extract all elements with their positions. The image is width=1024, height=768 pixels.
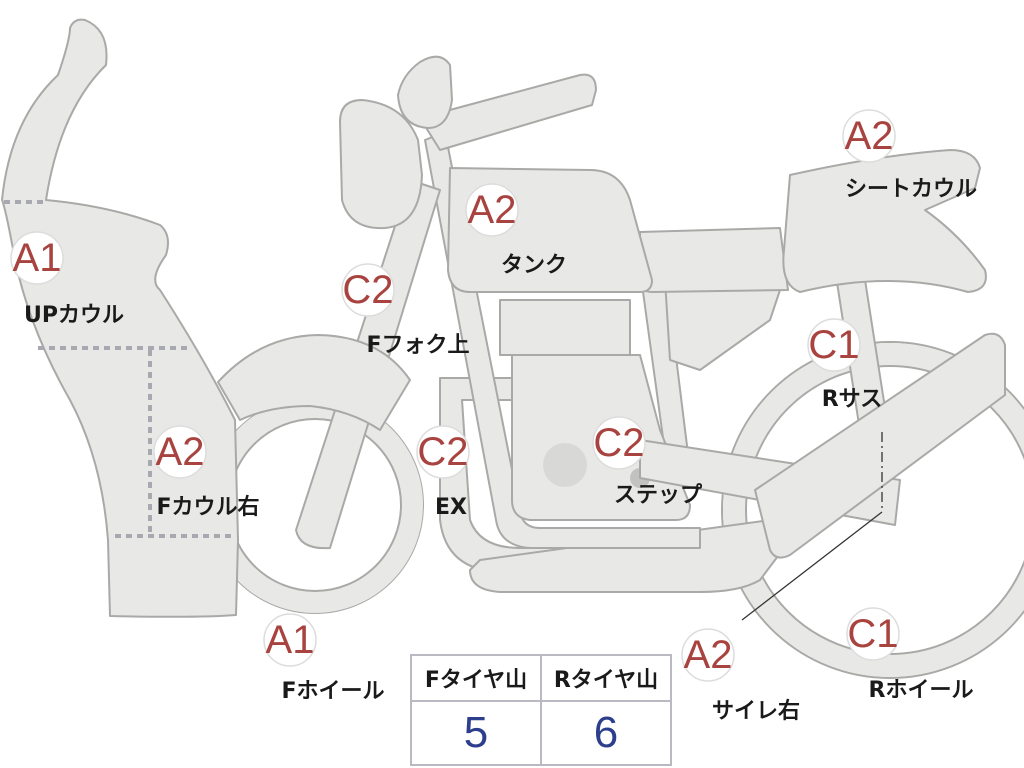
side-panel-shape (664, 279, 781, 371)
part-label-r-wheel: Rホイール (869, 678, 974, 703)
part-marker-silencer-right: A2 サイレ右 (681, 628, 800, 724)
grade-badge-circle (842, 109, 896, 163)
rear-tire-column: Rタイヤ山 6 (540, 656, 670, 764)
part-label-silencer-right: サイレ右 (712, 699, 800, 724)
grade-badge-r-suspension: C1 (808, 323, 859, 367)
front-tire-column: Fタイヤ山 5 (412, 656, 540, 764)
grade-badge-silencer-right: A2 (684, 633, 733, 677)
silencer-leader-line (741, 511, 883, 621)
handlebar-shape (419, 73, 597, 151)
grade-badge-up-cowl: A1 (13, 236, 62, 280)
part-marker-seat-cowl: A2 シートカウル (842, 109, 977, 202)
grade-badge-seat-cowl: A2 (845, 114, 894, 158)
silencer-shape (754, 332, 1006, 559)
part-label-exhaust: EX (435, 495, 467, 520)
grade-badge-f-cowl-right: A2 (156, 430, 205, 474)
part-label-tank: タンク (501, 253, 567, 278)
grade-badge-tank: A2 (468, 188, 517, 232)
grade-badge-circle (846, 607, 900, 661)
front-fender-shape (217, 334, 411, 431)
grade-badge-circle (416, 425, 470, 479)
grade-badge-f-wheel: A1 (266, 618, 315, 662)
grade-badge-circle (807, 318, 861, 372)
part-label-f-fork-upper: Fフォク上 (366, 333, 469, 358)
part-label-up-cowl: UPカウル (24, 303, 124, 328)
grade-badge-f-fork-upper: C2 (342, 268, 393, 312)
grade-badge-exhaust: C2 (417, 430, 468, 474)
part-marker-tank: A2 タンク (465, 183, 567, 278)
tire-tread-table: Fタイヤ山 5 Rタイヤ山 6 (410, 654, 672, 766)
part-label-f-wheel: Fホイール (281, 679, 384, 704)
headlight-shape (339, 99, 423, 230)
part-label-r-suspension: Rサス (822, 387, 883, 412)
part-marker-step: C2 ステップ (592, 416, 703, 508)
lower-pipe-shape (469, 519, 791, 593)
grade-badge-circle (153, 425, 207, 479)
front-tire-header: Fタイヤ山 (412, 656, 540, 702)
mirror-shape (397, 55, 453, 129)
engine-head-shape (499, 299, 631, 356)
grade-badge-circle (10, 231, 64, 285)
part-label-seat-cowl: シートカウル (845, 177, 977, 202)
grade-badge-circle (681, 628, 735, 682)
rear-tire-value: 6 (593, 708, 619, 757)
front-tire-value: 5 (463, 708, 489, 757)
grade-badge-circle (592, 416, 646, 470)
engine-cover (543, 443, 587, 487)
grade-badge-circle (465, 183, 519, 237)
grade-badge-step: C2 (593, 421, 644, 465)
grade-badge-circle (263, 613, 317, 667)
grade-badge-r-wheel: C1 (847, 612, 898, 656)
part-label-step: ステップ (614, 483, 703, 508)
seat-shape (639, 227, 789, 293)
part-label-f-cowl-right: Fカウル右 (156, 495, 259, 520)
rear-tire-header: Rタイヤ山 (542, 656, 670, 702)
seat-cowl-shape (782, 149, 987, 293)
grade-badge-circle (341, 263, 395, 317)
grade-badges: A1UPカウルA2Fカウル右A1FホイールC2Fフォク上C2EXA2タンクC2ス… (10, 109, 977, 724)
